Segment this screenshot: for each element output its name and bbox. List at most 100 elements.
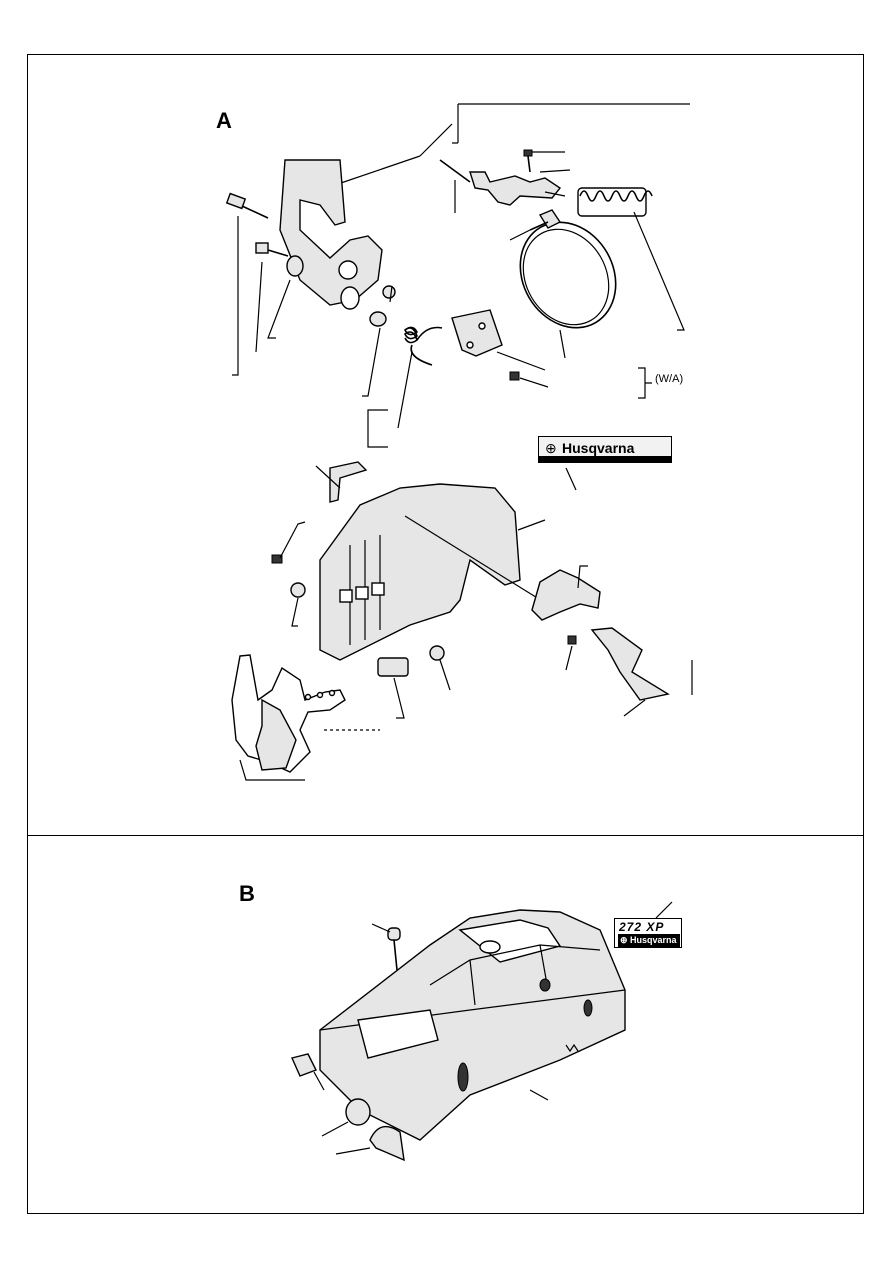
- leader-cover-nut: [291, 597, 299, 627]
- lever-screw-shank: [527, 155, 531, 173]
- hand-guard: [279, 159, 383, 306]
- cover-window: [357, 1009, 439, 1059]
- plate-hole: [478, 322, 486, 330]
- clutch-cover: [319, 483, 521, 661]
- wa-callout: (W/A): [655, 373, 684, 385]
- cover-end-cap: [369, 1125, 405, 1162]
- plate-screw: [509, 371, 520, 381]
- leader-band: [559, 329, 566, 359]
- wa-bracket: [638, 367, 652, 399]
- callout-leader: [334, 155, 421, 186]
- bolt-shank: [241, 205, 269, 219]
- leader-clip: [315, 465, 341, 489]
- lever-pin: [439, 159, 471, 183]
- torsion-spring: [403, 326, 443, 366]
- panel-a-drawing: [225, 103, 693, 781]
- bumper-hole: [328, 689, 336, 697]
- model-decal: 272 XP ⊕ Husqvarna: [614, 918, 682, 948]
- washer: [286, 255, 304, 277]
- brake-lever: [469, 171, 562, 206]
- lever-screw: [523, 149, 533, 157]
- leader-brake-spring: [633, 211, 685, 331]
- band-screw: [529, 221, 549, 231]
- panel-a-label: A: [216, 108, 232, 133]
- cover-emblem: [479, 940, 501, 954]
- clip: [329, 461, 368, 503]
- husqvarna-decal: ⊕ Husqvarna: [538, 436, 672, 463]
- brake-spring: [577, 187, 647, 217]
- cover-slot: [339, 589, 353, 603]
- leader-cover-screw: [371, 923, 391, 933]
- nut: [382, 285, 396, 299]
- leader-plate: [496, 351, 549, 388]
- leader-screw: [255, 261, 263, 353]
- guide-plate: [590, 627, 670, 701]
- leader-bolt: [232, 216, 239, 376]
- cover-vent: [457, 1062, 469, 1092]
- callout-bracket-top: [452, 103, 690, 144]
- cover-vent: [583, 999, 593, 1017]
- bumper-hole: [304, 693, 312, 701]
- decal-stripe: [539, 456, 671, 462]
- cover-screw: [387, 927, 401, 941]
- rubber-pad: [377, 657, 409, 677]
- leader-spacer: [362, 327, 381, 397]
- brake-spring-coils: [579, 190, 653, 202]
- axis-line: [404, 515, 561, 613]
- plug: [291, 1053, 317, 1077]
- leader-band-screw: [509, 229, 531, 241]
- cover-slot: [355, 586, 369, 600]
- brake-band: [519, 221, 617, 329]
- husqvarna-logo-icon: ⊕: [545, 440, 557, 456]
- leader-guide: [623, 699, 646, 717]
- cover-top-plate: [458, 919, 562, 963]
- cover-screw: [271, 554, 283, 564]
- panel-b-label: B: [239, 881, 255, 906]
- cover-slot: [371, 582, 385, 596]
- cover-tab: [565, 1043, 579, 1053]
- leader-spring: [367, 351, 413, 448]
- panel-divider: [27, 835, 864, 836]
- leader-bumper: [239, 759, 305, 781]
- lever-leaders: [532, 151, 571, 197]
- cover-vent: [539, 978, 551, 992]
- plate-hole: [466, 341, 474, 349]
- spacer: [369, 311, 387, 327]
- panel-b-drawing: [291, 901, 673, 1162]
- leader-catcher-screw: [565, 645, 573, 671]
- leader-decal: [565, 467, 577, 491]
- bolt-head: [225, 192, 247, 210]
- screw-shank: [267, 249, 289, 257]
- grommet: [345, 1098, 371, 1126]
- callout-leader: [419, 123, 453, 157]
- leader-cover-screw: [279, 521, 306, 559]
- leader-washer: [267, 279, 291, 339]
- leader-cover: [517, 519, 546, 531]
- model-number: 272 XP: [619, 920, 665, 934]
- leader-nut: [389, 285, 393, 303]
- catcher-screw: [567, 635, 577, 645]
- cover-screw-shank: [393, 939, 398, 971]
- brake-band-inner: [522, 228, 610, 326]
- model-decal-brand: ⊕ Husqvarna: [618, 934, 680, 947]
- leader-model-decal: [655, 901, 673, 919]
- screw-head: [255, 242, 269, 254]
- leader-cover: [529, 1089, 549, 1101]
- bar-nut: [429, 645, 445, 661]
- leader-grommet: [321, 1121, 349, 1137]
- spike-bumper-inner: [255, 698, 297, 771]
- bumper-hole: [316, 691, 324, 699]
- page-frame: [27, 54, 864, 1214]
- cover-plate: [451, 309, 503, 357]
- leader-pad: [393, 677, 405, 719]
- leader-bar-nut: [439, 659, 451, 691]
- leader-end-cap: [335, 1147, 371, 1155]
- cover-nut: [290, 582, 306, 598]
- leader-catcher: [577, 565, 588, 589]
- cover-edges: [319, 944, 626, 1031]
- husqvarna-wordmark: Husqvarna: [562, 440, 635, 456]
- leader-plug: [313, 1071, 325, 1091]
- pivot-bushing: [340, 286, 360, 310]
- pivot-hole: [338, 260, 358, 280]
